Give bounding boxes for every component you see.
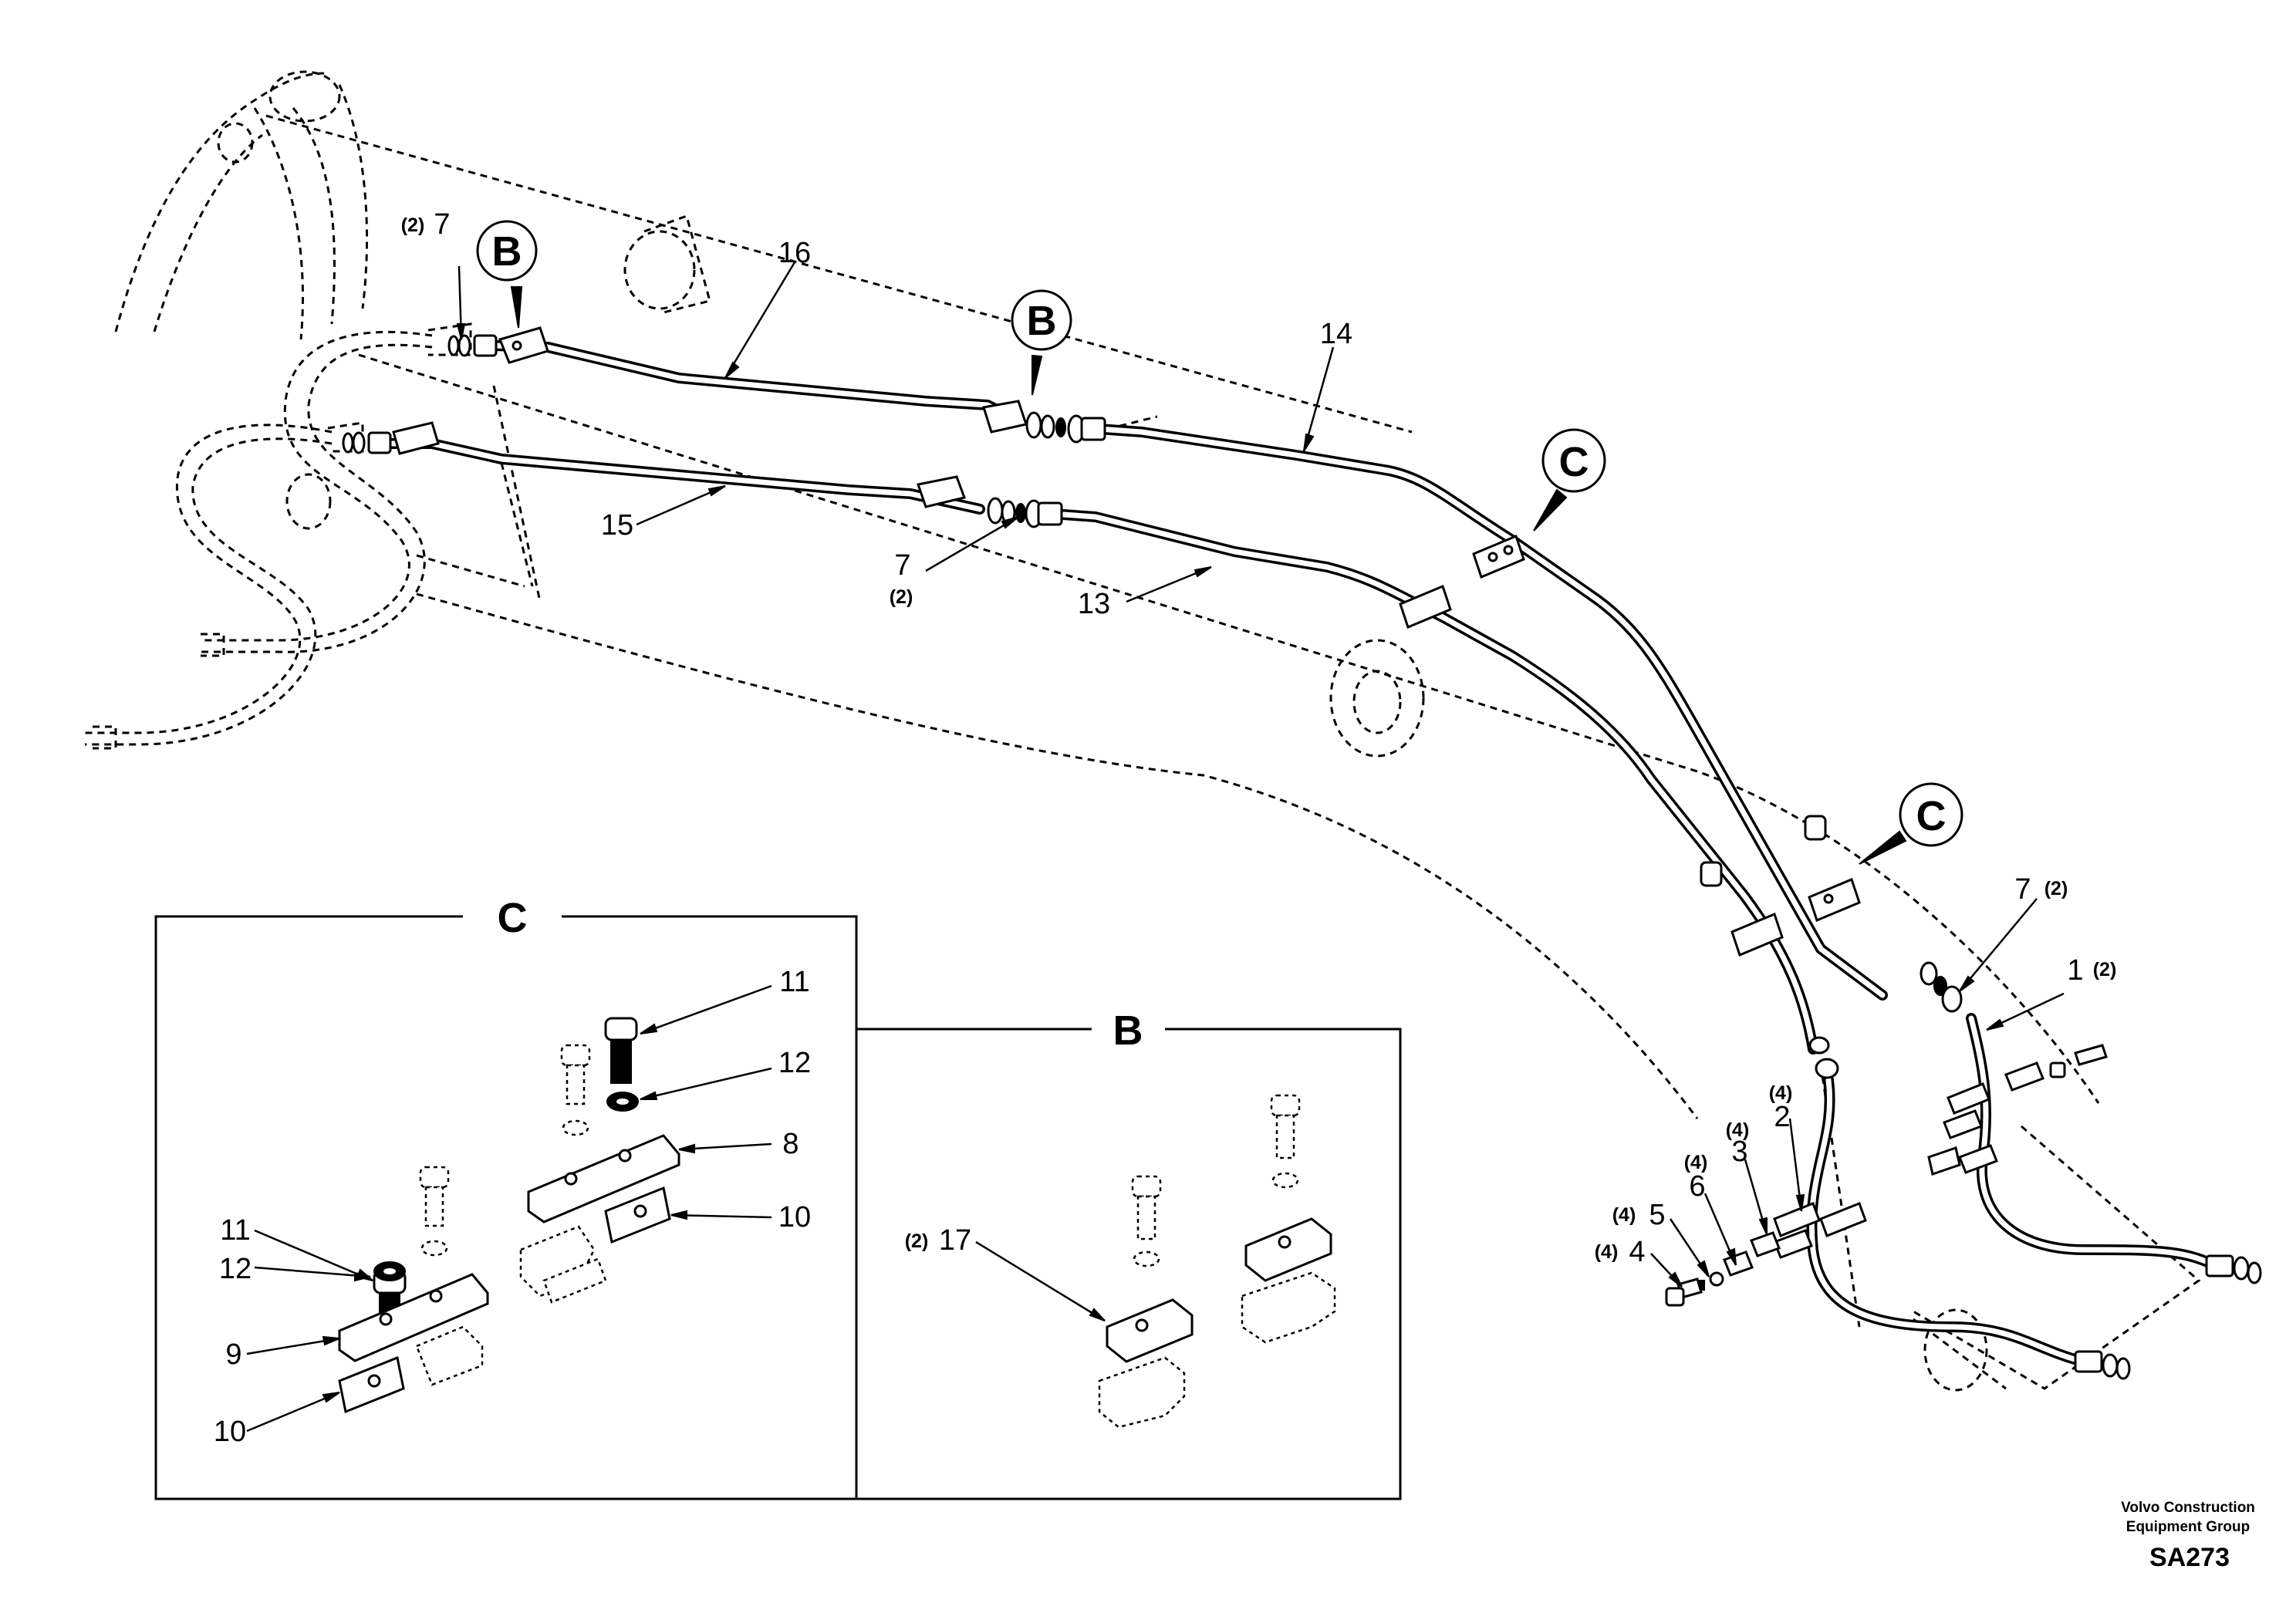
clamp-b-upper-mid bbox=[982, 400, 1028, 434]
clamp-17-ghost-bolt bbox=[1131, 1175, 1162, 1267]
pipe-15 bbox=[380, 438, 985, 515]
clamp-b-upper-left bbox=[498, 326, 549, 364]
clamp-base-10-lower bbox=[338, 1355, 405, 1414]
clamp-bolt-a bbox=[1804, 815, 1827, 841]
callout-c-upper: C bbox=[1533, 428, 1606, 532]
callout-b-mid-label: B bbox=[1027, 298, 1057, 344]
label-14: 14 bbox=[1320, 318, 1352, 350]
callout-c-right: C bbox=[1859, 782, 1963, 865]
callout-b-mid: B bbox=[1011, 289, 1072, 396]
label-4: 4 bbox=[1629, 1236, 1645, 1268]
label-6-qty: (4) bbox=[1684, 1152, 1708, 1173]
pipe-13 bbox=[1036, 508, 1818, 1055]
exploded-clamp-parts bbox=[1665, 1044, 2108, 1307]
clamp-c-right bbox=[1808, 877, 1861, 923]
clamp-ghost-lower bbox=[415, 1325, 484, 1386]
detail-c-label-8: 8 bbox=[782, 1128, 799, 1160]
detail-c-label-10-lower: 10 bbox=[214, 1416, 246, 1448]
drawing-code: SA273 bbox=[2149, 1543, 2230, 1572]
clamp-right-b-ghost-bolt bbox=[1270, 1094, 1301, 1189]
label-3-qty: (4) bbox=[1726, 1119, 1750, 1141]
label-7-lower-qty: (2) bbox=[890, 586, 913, 608]
hose-loops bbox=[85, 322, 472, 750]
clamps bbox=[392, 326, 1861, 957]
detail-box-b: B (2) 17 bbox=[856, 1007, 1402, 1500]
clamp-right-b bbox=[1244, 1217, 1332, 1282]
label-1-qty: (2) bbox=[2093, 959, 2117, 980]
fittings bbox=[342, 334, 2262, 1380]
label-7-lower: 7 bbox=[894, 549, 910, 582]
detail-c-label-9: 9 bbox=[225, 1338, 241, 1371]
fitting-right-upper bbox=[1920, 961, 1963, 1013]
detail-box-c: C bbox=[154, 895, 858, 1500]
label-7-upper-qty: (2) bbox=[401, 214, 425, 236]
clamp-cap-8 bbox=[527, 1134, 680, 1223]
detail-b-label-17: 17 bbox=[939, 1224, 971, 1257]
label-1: 1 bbox=[2067, 954, 2083, 987]
label-16: 16 bbox=[778, 237, 811, 269]
pipe-14 bbox=[1082, 423, 1888, 1001]
hose-end-upper bbox=[2205, 1254, 2262, 1284]
callout-c-right-label: C bbox=[1916, 793, 1947, 839]
label-2-qty: (4) bbox=[1769, 1082, 1793, 1104]
fitting-lower-left bbox=[342, 431, 392, 454]
hose-end-lower bbox=[2074, 1350, 2131, 1380]
clamp-lower-mid bbox=[917, 475, 966, 508]
fitting-right-lower bbox=[1808, 1036, 1839, 1079]
hose-1-lower bbox=[1806, 1075, 2088, 1367]
detail-c-label-12-upper: 12 bbox=[778, 1047, 811, 1079]
label-6: 6 bbox=[1689, 1170, 1705, 1203]
clamp-ghost-upper bbox=[519, 1225, 607, 1304]
boom-outline bbox=[114, 70, 2201, 1392]
clamp-17 bbox=[1106, 1298, 1194, 1363]
clamp-base-10-upper bbox=[604, 1186, 671, 1244]
detail-b-title: B bbox=[1113, 1007, 1143, 1054]
fitting-upper-mid bbox=[1025, 411, 1106, 444]
fitting-lower-mid bbox=[987, 497, 1063, 528]
label-3: 3 bbox=[1731, 1136, 1747, 1168]
label-15: 15 bbox=[601, 509, 633, 542]
label-7-upper: 7 bbox=[434, 208, 450, 241]
leaders-main bbox=[456, 262, 2065, 1288]
label-7-right: 7 bbox=[2014, 873, 2031, 906]
clamp-lower-left bbox=[392, 421, 440, 455]
clamp-cap-9 bbox=[338, 1273, 489, 1362]
bolt-ghost-upper bbox=[560, 1044, 591, 1136]
detail-c-label-11-lower: 11 bbox=[220, 1214, 250, 1247]
label-7-right-qty: (2) bbox=[2044, 878, 2068, 899]
washer-12-lower bbox=[373, 1261, 406, 1281]
callout-c-upper-label: C bbox=[1559, 439, 1589, 485]
clamp-right-b-ghost-base bbox=[1241, 1271, 1336, 1344]
label-5: 5 bbox=[1649, 1199, 1665, 1231]
detail-c-title: C bbox=[498, 895, 528, 941]
label-2: 2 bbox=[1774, 1101, 1790, 1133]
callout-b-left-label: B bbox=[492, 228, 522, 275]
bolt-ghost-lower bbox=[419, 1166, 450, 1257]
clamp-17-ghost-base bbox=[1098, 1356, 1186, 1429]
publisher-credit: Volvo Construction Equipment Group SA273 bbox=[2121, 1500, 2255, 1572]
washer-12-upper bbox=[606, 1092, 639, 1112]
bolt-11-upper bbox=[604, 1017, 638, 1084]
detail-c-label-10-upper: 10 bbox=[778, 1201, 811, 1234]
credit-line-1: Volvo Construction bbox=[2121, 1500, 2255, 1516]
clamp-bolt-b bbox=[1700, 861, 1723, 887]
pipe-16 bbox=[488, 340, 1024, 426]
label-13: 13 bbox=[1078, 588, 1110, 620]
detail-b-label-17-qty: (2) bbox=[905, 1230, 929, 1252]
fitting-upper-left bbox=[447, 334, 498, 357]
callout-b-left: B bbox=[476, 220, 538, 329]
label-4-qty: (4) bbox=[1595, 1241, 1619, 1263]
clamp-mid-right bbox=[1730, 912, 1784, 957]
detail-c-label-11-upper: 11 bbox=[779, 966, 809, 998]
label-5-qty: (4) bbox=[1612, 1204, 1636, 1226]
credit-line-2: Equipment Group bbox=[2126, 1519, 2250, 1535]
labels-main: 16 14 15 13 7 (2) (2) 7 7 (2) 1 (2) (4) … bbox=[401, 208, 2117, 1268]
clamp-c-upper bbox=[1472, 534, 1525, 579]
detail-c-label-12-lower: 12 bbox=[219, 1253, 252, 1285]
clamp-c-lower bbox=[1399, 584, 1452, 629]
